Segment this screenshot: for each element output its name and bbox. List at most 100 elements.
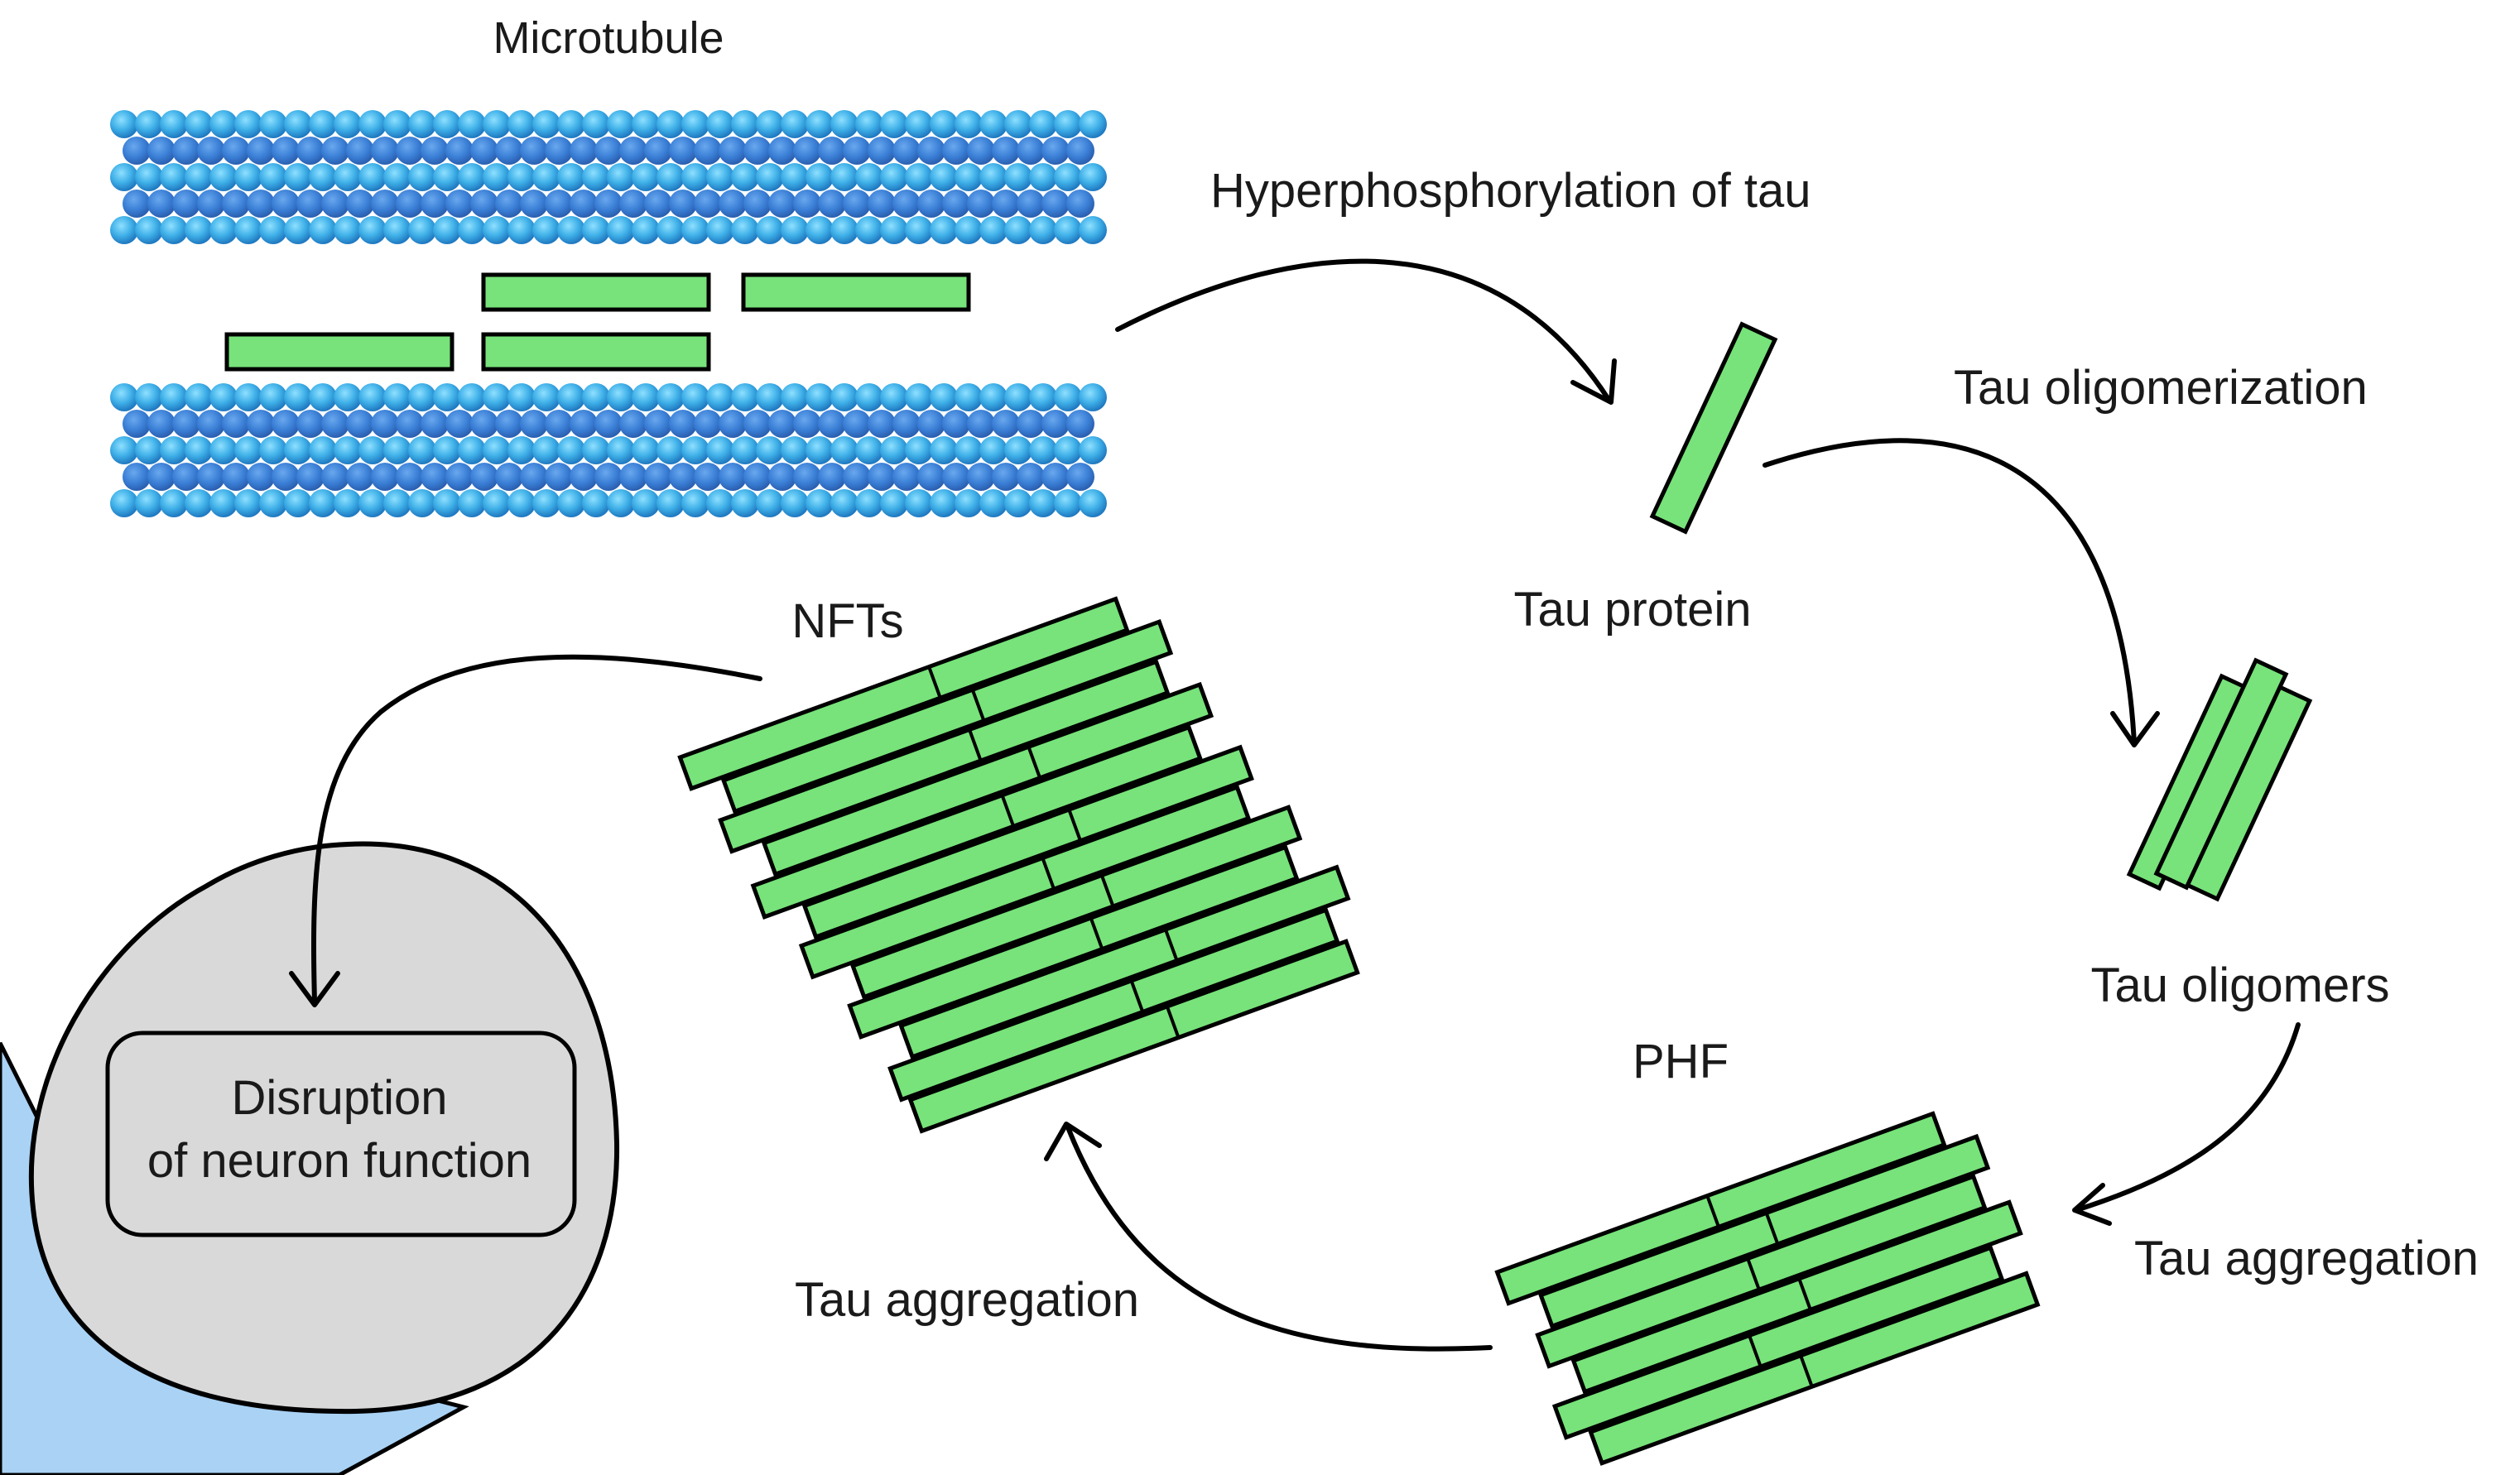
tubulin-bead bbox=[209, 163, 238, 191]
filament-split bbox=[1797, 1278, 1812, 1311]
tubulin-bead bbox=[358, 489, 387, 517]
tubulin-bead bbox=[656, 216, 685, 244]
tubulin-bead bbox=[582, 110, 610, 138]
tubulin-bead bbox=[656, 163, 685, 191]
tau-filament-bar bbox=[1535, 1174, 1988, 1369]
tau-oligomerization-label: Tau oligomerization bbox=[1954, 361, 2368, 415]
tubulin-bead bbox=[694, 137, 722, 165]
tubulin-bead bbox=[731, 383, 759, 411]
tubulin-bead bbox=[147, 190, 176, 218]
tubulin-bead bbox=[197, 410, 225, 438]
tubulin-bead bbox=[619, 137, 647, 165]
tau-filament-bar bbox=[1551, 1245, 2005, 1440]
tubulin-bead bbox=[483, 489, 511, 517]
tubulin-bead bbox=[272, 463, 300, 491]
tubulin-bead bbox=[644, 410, 672, 438]
tubulin-bead bbox=[433, 489, 461, 517]
tubulin-bead bbox=[619, 190, 647, 218]
tubulin-bead bbox=[743, 463, 772, 491]
tubulin-bead bbox=[520, 137, 548, 165]
tubulin-bead bbox=[421, 410, 449, 438]
tubulin-bead bbox=[396, 137, 424, 165]
filament-split bbox=[1067, 809, 1082, 842]
tubulin-bead bbox=[458, 216, 486, 244]
tubulin-bead bbox=[185, 436, 213, 464]
tubulin-bead bbox=[123, 463, 151, 491]
tubulin-bead bbox=[1004, 216, 1032, 244]
tubulin-bead bbox=[806, 216, 834, 244]
tubulin-bead bbox=[681, 383, 709, 411]
tubulin-bead bbox=[160, 216, 188, 244]
tubulin-bead bbox=[818, 463, 846, 491]
tubulin-bead bbox=[917, 190, 945, 218]
tubulin-bead bbox=[756, 110, 784, 138]
tubulin-bead bbox=[706, 216, 734, 244]
aggregation-arrow-left bbox=[1065, 1125, 1493, 1352]
tau-bar bbox=[481, 332, 711, 372]
tubulin-bead bbox=[110, 110, 138, 138]
tau-filament-bar bbox=[1537, 1133, 1991, 1329]
tubulin-bead bbox=[992, 137, 1020, 165]
tubulin-bead bbox=[234, 383, 262, 411]
tubulin-bead bbox=[135, 383, 163, 411]
tubulin-bead bbox=[979, 489, 1008, 517]
tubulin-bead bbox=[545, 137, 573, 165]
tubulin-bead bbox=[694, 410, 722, 438]
tubulin-bead bbox=[507, 436, 536, 464]
tubulin-bead bbox=[470, 410, 498, 438]
tubulin-bead bbox=[582, 436, 610, 464]
tubulin-bead bbox=[284, 383, 312, 411]
tubulin-bead bbox=[209, 110, 238, 138]
tubulin-bead bbox=[160, 489, 188, 517]
tubulin-bead bbox=[582, 383, 610, 411]
tubulin-bead bbox=[557, 110, 585, 138]
tau-filament-bar bbox=[907, 939, 1360, 1134]
filament-split bbox=[1164, 929, 1179, 962]
tubulin-bead bbox=[358, 436, 387, 464]
tubulin-bead bbox=[321, 137, 349, 165]
tubulin-bead bbox=[656, 110, 685, 138]
tubulin-bead bbox=[408, 110, 436, 138]
tubulin-bead bbox=[557, 163, 585, 191]
tubulin-bead bbox=[135, 216, 163, 244]
tubulin-bead bbox=[483, 383, 511, 411]
tubulin-bead bbox=[719, 410, 747, 438]
tubulin-bead bbox=[892, 190, 921, 218]
tubulin-bead bbox=[259, 383, 287, 411]
tubulin-bead bbox=[855, 216, 883, 244]
tubulin-bead bbox=[681, 110, 709, 138]
tubulin-bead bbox=[433, 216, 461, 244]
tubulin-bead bbox=[806, 383, 834, 411]
tubulin-bead bbox=[483, 163, 511, 191]
filament-split bbox=[1764, 1212, 1780, 1245]
tubulin-bead bbox=[147, 410, 176, 438]
nfts bbox=[677, 596, 1360, 1134]
tubulin-bead bbox=[855, 489, 883, 517]
tubulin-bead bbox=[458, 489, 486, 517]
tau-filament-bar bbox=[1588, 1271, 2041, 1466]
tubulin-bead bbox=[222, 410, 250, 438]
tubulin-bead bbox=[1054, 110, 1082, 138]
tubulin-bead bbox=[868, 137, 896, 165]
tubulin-bead bbox=[396, 190, 424, 218]
tubulin-bead bbox=[296, 463, 325, 491]
tubulin-bead bbox=[408, 489, 436, 517]
tubulin-bead bbox=[371, 137, 399, 165]
tubulin-bead bbox=[1004, 489, 1032, 517]
filament-split bbox=[1799, 1355, 1814, 1387]
hyperphosphorylation-label: Hyperphosphorylation of tau bbox=[1210, 164, 1811, 218]
tubulin-bead bbox=[110, 383, 138, 411]
tau-bar bbox=[481, 272, 711, 312]
tau-filament-bar bbox=[887, 907, 1340, 1103]
tubulin-bead bbox=[892, 463, 921, 491]
filament-split bbox=[1165, 1006, 1181, 1039]
tubulin-bead bbox=[656, 489, 685, 517]
filament-split bbox=[1748, 1334, 1763, 1367]
tubulin-bead bbox=[706, 163, 734, 191]
tubulin-bead bbox=[234, 489, 262, 517]
tubulin-bead bbox=[160, 383, 188, 411]
tubulin-bead bbox=[892, 410, 921, 438]
tubulin-bead bbox=[309, 436, 337, 464]
tubulin-bead bbox=[309, 489, 337, 517]
tubulin-bead bbox=[209, 489, 238, 517]
